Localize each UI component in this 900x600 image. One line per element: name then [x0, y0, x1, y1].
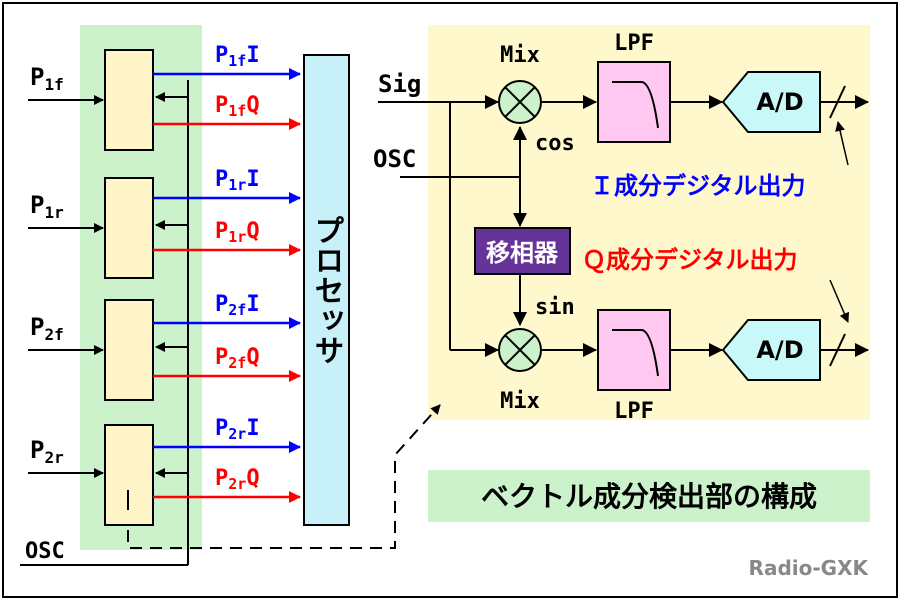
q-label-1f: P1fQ	[215, 93, 260, 120]
right-block: Sig OSC Mix Mix cos sin 移相器	[373, 31, 869, 424]
input-label-2r: P2r	[30, 436, 64, 467]
lpf-label-top: LPF	[614, 31, 654, 56]
mixer-top	[498, 80, 542, 124]
detector-box-2f	[104, 299, 154, 401]
q-label-2f: P2fQ	[215, 345, 260, 372]
channel-1f: P1f P1fI P1fQ	[28, 43, 301, 151]
lpf-top	[597, 61, 671, 143]
q-output-pointer	[829, 279, 850, 323]
input-label-1r: P1r	[30, 191, 64, 222]
i-label-1f: P1fI	[215, 43, 260, 70]
phase-shifter-label: 移相器	[486, 239, 559, 267]
q-label-1r: P1rQ	[215, 219, 260, 246]
processor-label: プロセッサ	[309, 215, 344, 365]
i-label-2f: P2fI	[215, 292, 260, 319]
i-label-2r: P2rI	[215, 416, 260, 443]
channel-2f: P2f P2fI P2fQ	[28, 292, 301, 401]
caption-bg	[428, 470, 870, 522]
bus-slash-bottom	[829, 333, 846, 367]
channel-2r: P2r P2rI P2rQ	[28, 416, 301, 526]
detector-box-1f	[104, 49, 154, 151]
credit-label: Radio-GXK	[749, 556, 870, 580]
channel-1r: P1r P1rI P1rQ	[28, 167, 301, 279]
detail-callout-line	[127, 404, 441, 549]
mixer-bottom	[498, 328, 542, 372]
i-output-label: Ｉ成分デジタル出力	[590, 172, 806, 200]
mix-label-bottom: Mix	[500, 389, 540, 414]
processor-box	[303, 54, 350, 526]
detector-box-1r	[104, 177, 154, 279]
osc-label-left: OSC	[25, 539, 65, 564]
i-output-pointer	[835, 121, 849, 166]
lpf-label-bottom: LPF	[614, 399, 654, 424]
mix-label-top: Mix	[500, 43, 540, 68]
bus-slash-top	[829, 85, 846, 119]
ad-label-top: A/D	[756, 88, 803, 116]
left-block: プロセッサ OSC P1f P1fI P1fQ P1r P1rI P1rQ	[20, 43, 441, 566]
q-label-2r: P2rQ	[215, 466, 260, 493]
input-label-2f: P2f	[30, 313, 64, 344]
osc-label-right: OSC	[373, 145, 416, 173]
i-label-1r: P1rI	[215, 167, 260, 194]
cos-label: cos	[535, 131, 575, 156]
q-output-label: Ｑ成分デジタル出力	[582, 246, 798, 274]
sin-label: sin	[535, 295, 575, 320]
ad-label-bottom: A/D	[756, 336, 803, 364]
input-label-1f: P1f	[30, 63, 64, 94]
diagram-caption: ベクトル成分検出部の構成	[481, 480, 817, 513]
lpf-bottom	[597, 309, 671, 391]
sig-label: Sig	[378, 70, 421, 98]
phase-shifter-box	[474, 227, 571, 275]
